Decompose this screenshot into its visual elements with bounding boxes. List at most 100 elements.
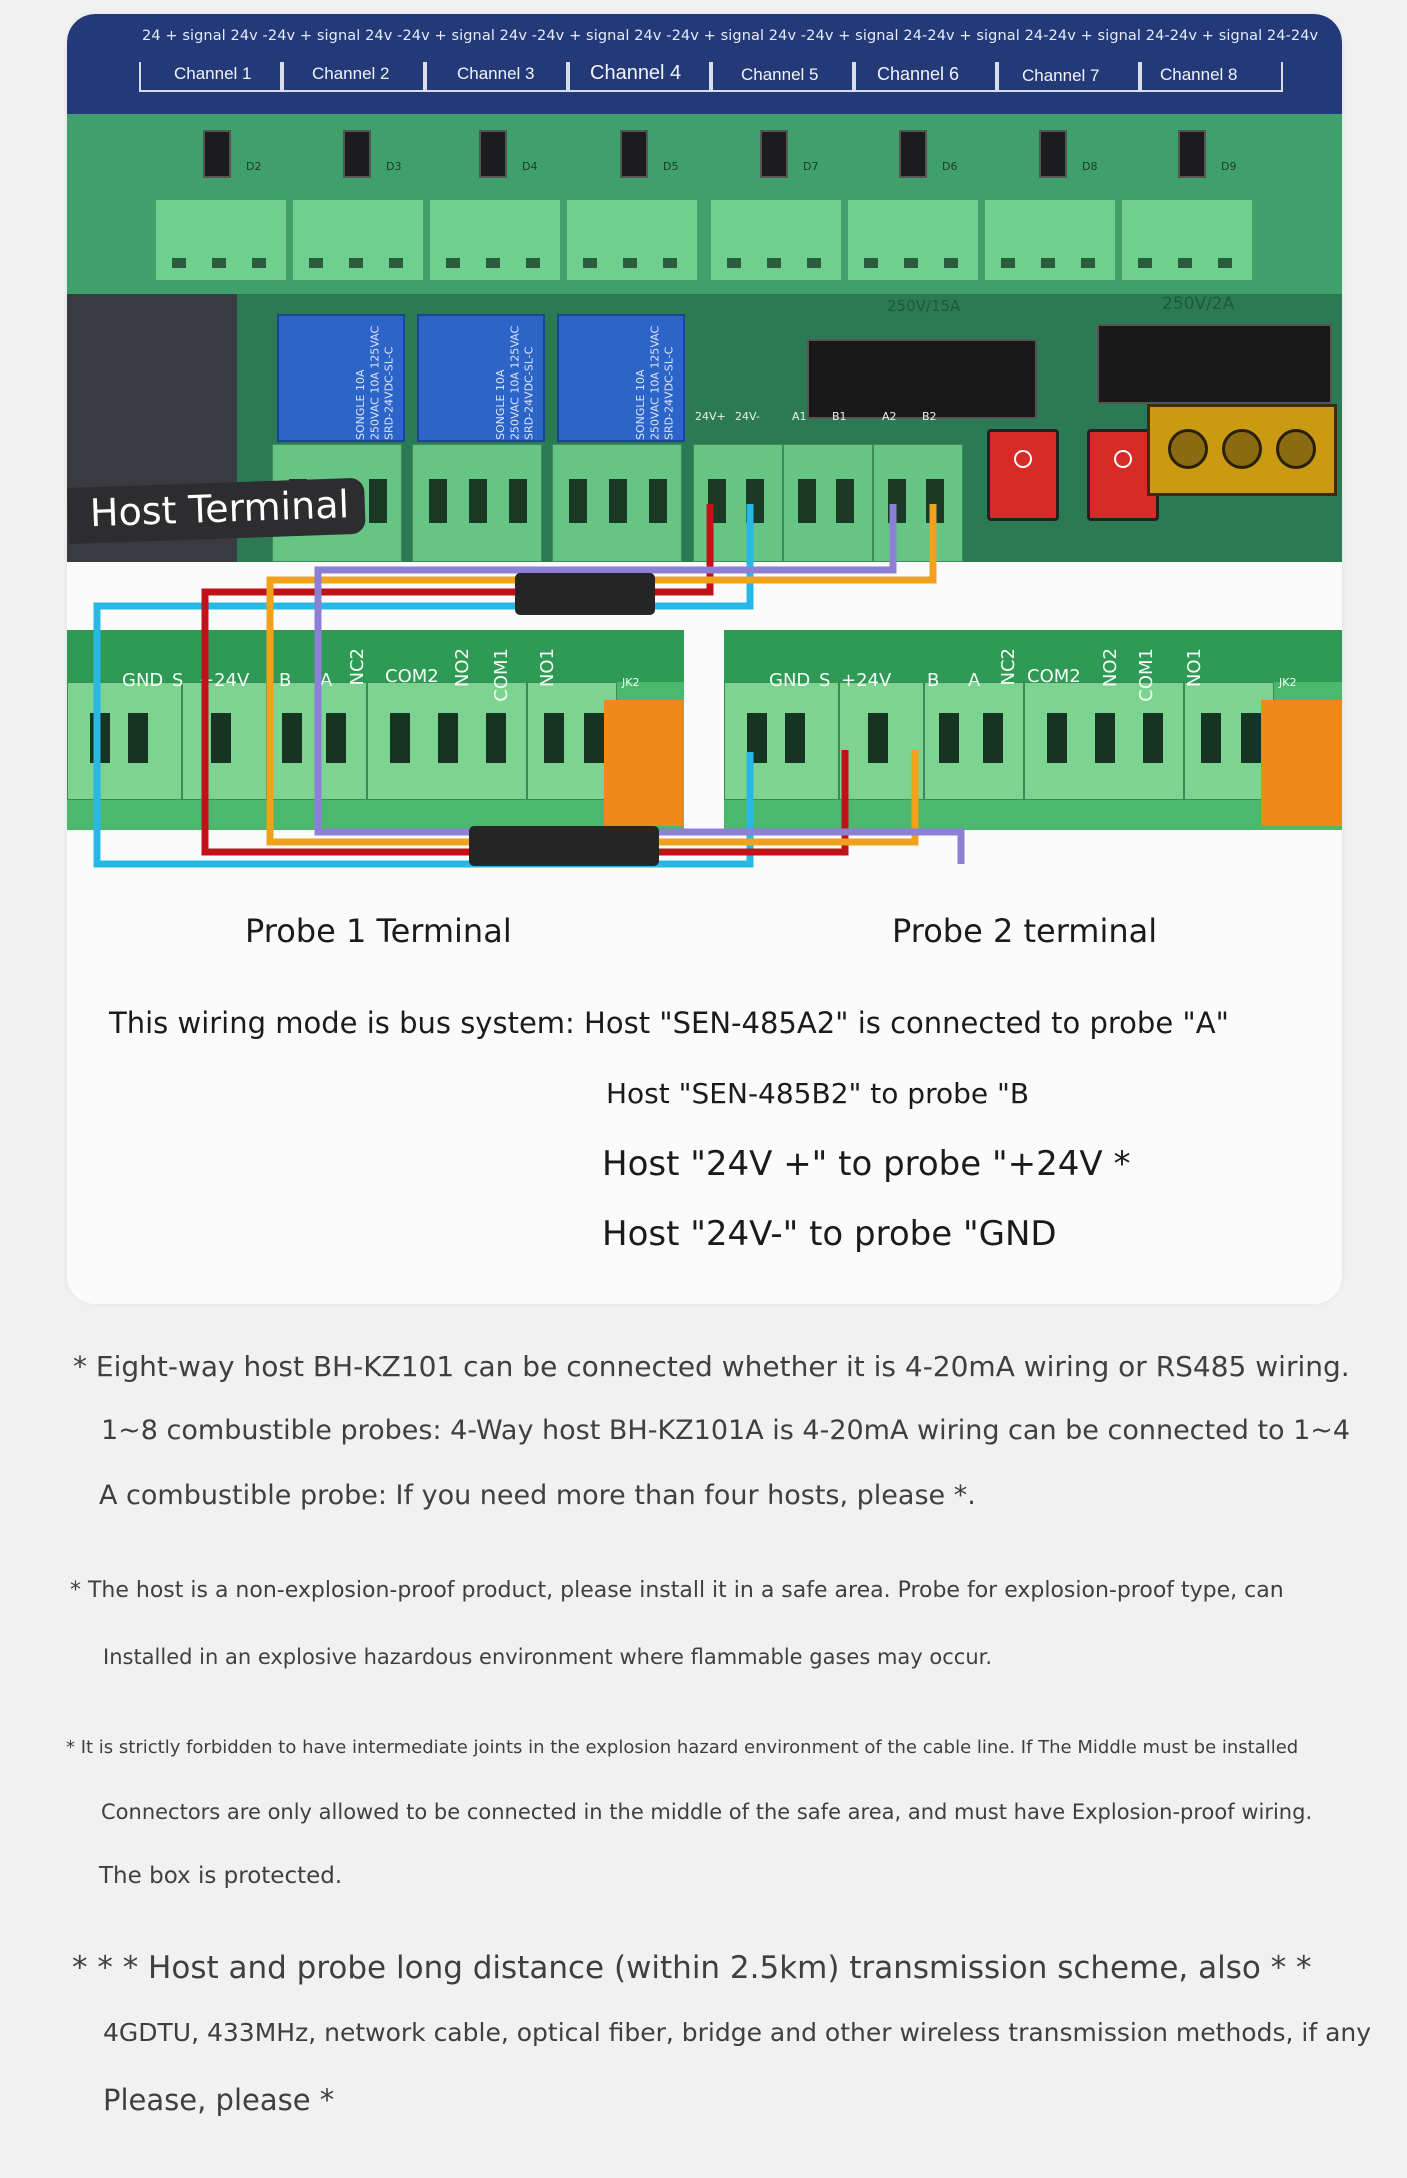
top-terminal-block: [710, 199, 842, 281]
top-terminal-block: [429, 199, 561, 281]
channel-label-1: Channel 1: [174, 64, 252, 83]
probe-label: COM2: [1027, 666, 1081, 687]
port-label: A2: [882, 410, 897, 423]
port-label: 24V+: [695, 410, 726, 423]
led-component: [203, 130, 231, 178]
chip-label: D5: [663, 160, 679, 173]
power-relay: [1097, 324, 1332, 404]
port-label: B2: [922, 410, 937, 423]
bottom-terminal-block: [412, 444, 542, 562]
chip-label: D6: [942, 160, 958, 173]
power-relay: [807, 339, 1037, 419]
wire-purple-a: [314, 504, 965, 864]
probe-label: B: [279, 670, 292, 691]
probe-label: COM2: [385, 666, 439, 687]
top-terminal-block: [847, 199, 979, 281]
relay: SONGLE 10A 250VAC 10A 125VAC SRD-24VDC-S…: [417, 314, 545, 442]
instruction-line-4: Host "24V-" to probe "GND: [602, 1214, 1057, 1254]
channel-bracket: [854, 62, 997, 92]
probe-label: A: [968, 670, 981, 691]
channel-label-8: Channel 8: [1160, 65, 1238, 84]
channel-bracket: [568, 62, 711, 92]
chip-label: D9: [1221, 160, 1237, 173]
probe-label: JK2: [1279, 676, 1297, 689]
probe-label: GND: [769, 670, 811, 691]
wiring-diagram-card: 24 + signal 24v -24v + signal 24v -24v +…: [67, 14, 1342, 1304]
host-485-terminal-1: [783, 444, 873, 562]
note-3-line-3: The box is protected.: [99, 1863, 343, 1889]
led-component: [899, 130, 927, 178]
instruction-line-2: Host "SEN-485B2" to probe "B: [606, 1077, 1030, 1110]
channel-bracket: [425, 62, 568, 92]
note-3-line-1: * It is strictly forbidden to have inter…: [66, 1737, 1299, 1758]
top-terminal-block: [984, 199, 1116, 281]
relay: SONGLE 10A 250VAC 10A 125VAC SRD-24VDC-S…: [277, 314, 405, 442]
channel-bracket: [139, 62, 282, 92]
probe-label: S: [819, 670, 831, 691]
channel-bracket: [711, 62, 854, 92]
instruction-line-3: Host "24V +" to probe "+24V *: [602, 1144, 1131, 1184]
rating-label: 250V/2A: [1162, 294, 1235, 314]
chip-label: D2: [246, 160, 262, 173]
top-terminal-block: [566, 199, 698, 281]
probe-label: +24V: [841, 670, 892, 691]
led-component: [760, 130, 788, 178]
led-component: [343, 130, 371, 178]
relay: SONGLE 10A 250VAC 10A 125VAC SRD-24VDC-S…: [557, 314, 685, 442]
chip-label: D7: [803, 160, 819, 173]
host-485-terminal-2: [873, 444, 963, 562]
probe-2-title: Probe 2 terminal: [892, 912, 1158, 950]
channel-bracket: [997, 62, 1140, 92]
probe-1-title: Probe 1 Terminal: [245, 912, 512, 950]
rating-label: 250V/15A: [887, 297, 961, 315]
probe-label: GND: [122, 670, 164, 691]
channel-bracket: [1140, 62, 1283, 92]
chip-label: D4: [522, 160, 538, 173]
cable-sleeve: [515, 573, 655, 615]
top-terminal-block: [155, 199, 287, 281]
probe-label: +24V: [199, 670, 250, 691]
note-4-line-3: Please, please *: [103, 2083, 335, 2117]
probe-1-board: GND S +24V B A NC2 COM2 NO2 COM1 NO1 JK2: [67, 630, 684, 830]
host-board-image: D2 D3 D4 D5 D7 D6 D8 D9 SONGLE 10A 250VA…: [67, 114, 1342, 562]
chip-label: D8: [1082, 160, 1098, 173]
power-switch: [987, 429, 1059, 521]
led-component: [620, 130, 648, 178]
wire-orange-b: [266, 504, 937, 846]
note-4-line-2: 4GDTU, 433MHz, network cable, optical fi…: [103, 2018, 1372, 2047]
note-2-line-1: * The host is a non-explosion-proof prod…: [70, 1578, 1284, 1603]
fuse-terminal: [1147, 404, 1337, 496]
channel-label-6: Channel 6: [877, 64, 960, 84]
note-2-line-2: Installed in an explosive hazardous envi…: [103, 1645, 993, 1669]
probe-label: S: [172, 670, 184, 691]
instruction-line-1: This wiring mode is bus system: Host "SE…: [109, 1006, 1229, 1040]
note-1-line-3: A combustible probe: If you need more th…: [99, 1480, 976, 1511]
port-label: A1: [792, 410, 807, 423]
note-1-line-1: * Eight-way host BH-KZ101 can be connect…: [73, 1350, 1350, 1383]
channel-bracket: [282, 62, 425, 92]
top-terminal-block: [1121, 199, 1253, 281]
note-1-line-2: 1~8 combustible probes: 4-Way host BH-KZ…: [101, 1415, 1351, 1446]
channel-label-3: Channel 3: [457, 64, 535, 83]
wiring-overlay: [93, 504, 965, 868]
chip-label: D3: [386, 160, 402, 173]
channel-header: 24 + signal 24v -24v + signal 24v -24v +…: [67, 14, 1342, 114]
channel-label-5: Channel 5: [741, 65, 819, 84]
led-component: [1039, 130, 1067, 178]
cable-sleeve: [469, 826, 659, 866]
note-4-line-1: * * * Host and probe long distance (with…: [72, 1950, 1312, 1986]
channel-label-4: Channel 4: [590, 62, 682, 84]
bottom-terminal-block: [552, 444, 682, 562]
note-3-line-2: Connectors are only allowed to be connec…: [101, 1800, 1313, 1824]
top-terminal-block: [292, 199, 424, 281]
probe-label: B: [927, 670, 940, 691]
port-label: 24V-: [735, 410, 760, 423]
port-label: B1: [832, 410, 847, 423]
probe-label: JK2: [622, 676, 640, 689]
led-component: [479, 130, 507, 178]
probe-label: A: [320, 670, 333, 691]
channel-label-7: Channel 7: [1022, 66, 1100, 85]
probe-2-board: GND S +24V B A NC2 COM2 NO2 COM1 NO1 JK2: [724, 630, 1342, 830]
wire-cyan-gnd: [93, 504, 754, 868]
channel-label-2: Channel 2: [312, 64, 390, 83]
